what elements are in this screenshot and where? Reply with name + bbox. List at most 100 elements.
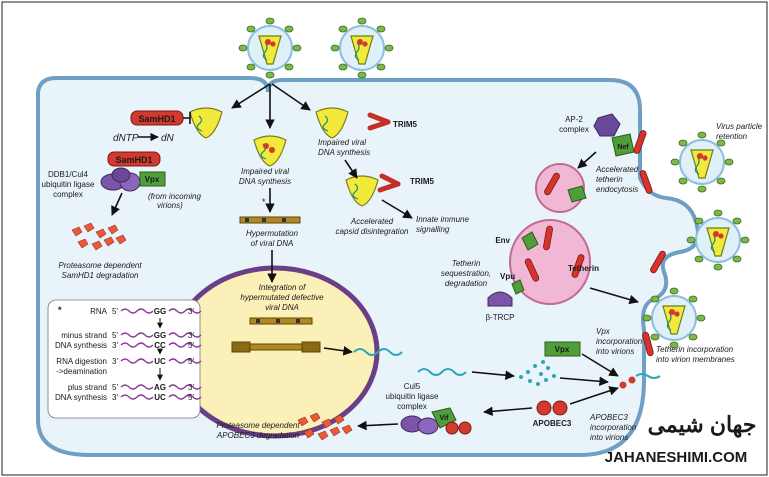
inset-prime-label: 3'	[188, 307, 194, 316]
inset-step-label: RNA digestion	[56, 357, 107, 366]
integration-label: hypermutated defective	[240, 293, 324, 302]
trim5-label: TRIM5	[393, 120, 418, 129]
tetherin-sequestration-label: Tetherin	[452, 259, 481, 268]
accelerated-tetherin-label: endocytosis	[596, 185, 638, 194]
apobec3-incorporation-label: APOBEC3	[589, 413, 628, 422]
inset-prime-label: 5'	[188, 341, 194, 350]
trim5-protein-icon	[377, 173, 401, 193]
accelerated-capsid-label: capsid disintegration	[336, 227, 409, 236]
retained-virion-icon	[686, 209, 750, 271]
endosome-icon	[535, 163, 587, 213]
btrcp-label: β-TRCP	[485, 313, 514, 322]
integration-label: viral DNA	[265, 303, 299, 312]
cul5-label: complex	[397, 402, 427, 411]
virus-retention-label: Virus particle	[716, 122, 763, 131]
tetherin-incorporation-label: into virion membranes	[656, 355, 735, 364]
vpx-protein-icon	[139, 171, 166, 187]
ddb1-cul4-complex-icon	[100, 167, 141, 192]
inset-prime-label: 3'	[112, 357, 118, 366]
dna-strand-icon	[168, 342, 202, 348]
proteasome-samhd1-label: Proteasome dependent	[58, 261, 142, 270]
samhd1-protein-icon	[107, 151, 161, 167]
tetherin-label: Tetherin	[568, 264, 599, 273]
asterisk-label: *	[262, 197, 266, 207]
dna-strand-icon	[120, 342, 154, 348]
cul5-complex-icon	[400, 415, 439, 435]
viral-dna-segment-icon	[239, 216, 301, 224]
trim5-label: TRIM5	[410, 177, 435, 186]
vpx-protein-icon	[544, 341, 581, 357]
accelerated-tetherin-label: tetherin	[596, 175, 623, 184]
ddb1-label: complex	[53, 190, 83, 199]
innate-immune-label: Innate immune	[416, 215, 469, 224]
ap2-complex-icon	[593, 113, 621, 137]
viral-rna-icon	[417, 368, 467, 376]
proteasome-apobec-label: APOBEC3 degradation	[216, 431, 300, 440]
inset-step-label: DNA synthesis	[55, 341, 107, 350]
rna-strand-icon	[168, 332, 202, 338]
integrated-dna-icon	[249, 317, 313, 325]
watermark-latin: JAHANESHIMI.COM	[605, 449, 748, 466]
vpx-incorporation-label: incorporation	[596, 337, 643, 346]
retained-virion-icon	[670, 131, 734, 193]
tetherin-vesicle-icon	[509, 219, 591, 305]
apobec3-label: APOBEC3	[533, 419, 572, 428]
inset-prime-label: 3'	[188, 383, 194, 392]
vif-label: Vif	[440, 415, 449, 422]
watermark-logo: جهان شیمی JAHANESHIMI.COM	[605, 412, 757, 466]
accelerated-capsid-label: Accelerated	[350, 217, 394, 226]
inset-prime-label: 5'	[112, 307, 118, 316]
inset-base-label: UC	[154, 393, 166, 402]
from-incoming-label: (from incoming	[148, 192, 201, 201]
inset-base-label: GG	[154, 307, 166, 316]
dna-strand-icon	[120, 394, 154, 400]
integration-label: Integration of	[259, 283, 306, 292]
budding-virion-icon	[642, 287, 706, 349]
rna-strand-icon	[120, 308, 154, 314]
inset-step-label: RNA	[90, 307, 108, 316]
nef-label: Nef	[617, 144, 629, 151]
inset-prime-label: 5'	[188, 357, 194, 366]
apobec3-protein-icon	[536, 400, 568, 416]
samhd1-label: SamHD1	[115, 155, 152, 165]
inset-base-label: UC	[154, 357, 166, 366]
btrcp-protein-icon	[487, 291, 513, 307]
hypermutation-label: of viral DNA	[251, 239, 294, 248]
dna-strand-icon	[168, 394, 202, 400]
impaired-trim-label: DNA synthesis	[318, 148, 370, 157]
impaired-trim-label: Impaired viral	[318, 138, 366, 147]
host-dna-icon	[231, 341, 321, 353]
rna-strand-icon	[120, 384, 154, 390]
incoming-virion-icon	[238, 17, 302, 79]
assembling-virion-icon	[619, 373, 661, 389]
inset-base-label: CC	[154, 341, 166, 350]
vpx-incorporation-label: Vpx	[596, 327, 611, 336]
proteasome-samhd1-label: SamHD1 degradation	[62, 271, 139, 280]
vpu-protein-icon	[511, 279, 525, 295]
vpu-label: Vpu	[500, 272, 515, 281]
vpx-incorporation-label: into virions	[596, 347, 634, 356]
ap2-label: AP-2	[565, 115, 583, 124]
vpx-label: Vpx	[555, 345, 570, 354]
inset-base-label: GG	[154, 331, 166, 340]
dn-label: dN	[161, 133, 175, 144]
inset-prime-label: 3'	[112, 393, 118, 402]
dna-strand-icon	[120, 358, 154, 364]
incoming-virion-icon	[330, 17, 394, 79]
cul5-label: Cul5	[404, 382, 421, 391]
impaired-dna-label: DNA synthesis	[239, 177, 291, 186]
inset-base-label: AG	[154, 383, 166, 392]
accelerated-tetherin-label: Accelerated	[595, 165, 639, 174]
impaired-dna-label: Impaired viral	[241, 167, 289, 176]
inset-step-label: minus strand	[61, 331, 107, 340]
inset-prime-label: 5'	[112, 331, 118, 340]
dna-strand-icon	[168, 358, 202, 364]
ddb1-label: ubiquitin ligase	[42, 180, 95, 189]
inset-prime-label: 3'	[112, 341, 118, 350]
arrow	[231, 83, 271, 109]
proteasome-apobec-label: Proteasome dependent	[216, 421, 300, 430]
dntp-label: dNTP	[113, 133, 139, 144]
tetherin-sequestration-label: degradation	[445, 279, 488, 288]
